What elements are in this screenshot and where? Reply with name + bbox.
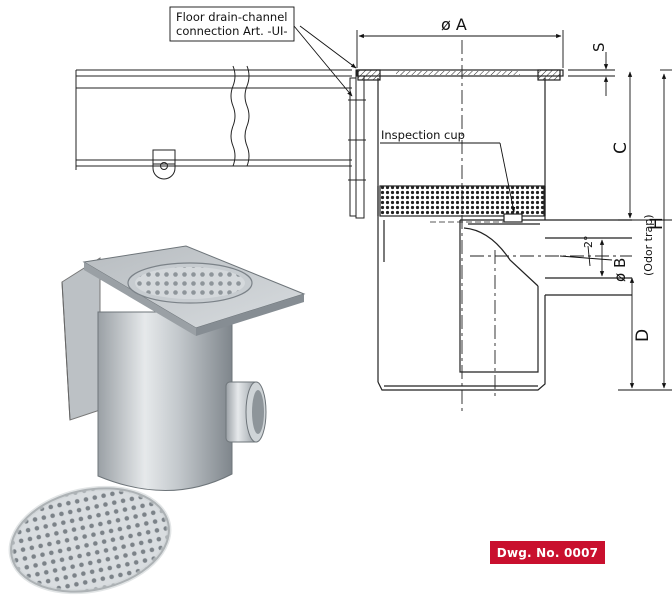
dimension-H-label: H [647, 217, 667, 230]
drawing-number-badge: Dwg. No. 0007 [490, 541, 605, 564]
angle-label: 2° [582, 236, 595, 249]
dimension-A-label: ø A [441, 15, 467, 34]
connection-label-line2: connection Art. -UI- [176, 24, 288, 38]
gully-section [356, 40, 632, 412]
callout-leaders [169, 6, 516, 213]
product-illustration [8, 245, 306, 595]
dimension-D-label: D [633, 329, 653, 342]
dimension-lines [356, 30, 672, 391]
odor-trap-label: (Odor trap) [642, 214, 655, 276]
dimension-S-label: S [590, 42, 608, 52]
dimension-B-label: ø B [611, 258, 629, 282]
floor-drain-channel [75, 65, 366, 219]
dimension-C-label: C [611, 142, 631, 154]
inspection-cup-label: Inspection cup [381, 128, 465, 142]
connection-label-line1: Floor drain-channel [176, 10, 287, 24]
